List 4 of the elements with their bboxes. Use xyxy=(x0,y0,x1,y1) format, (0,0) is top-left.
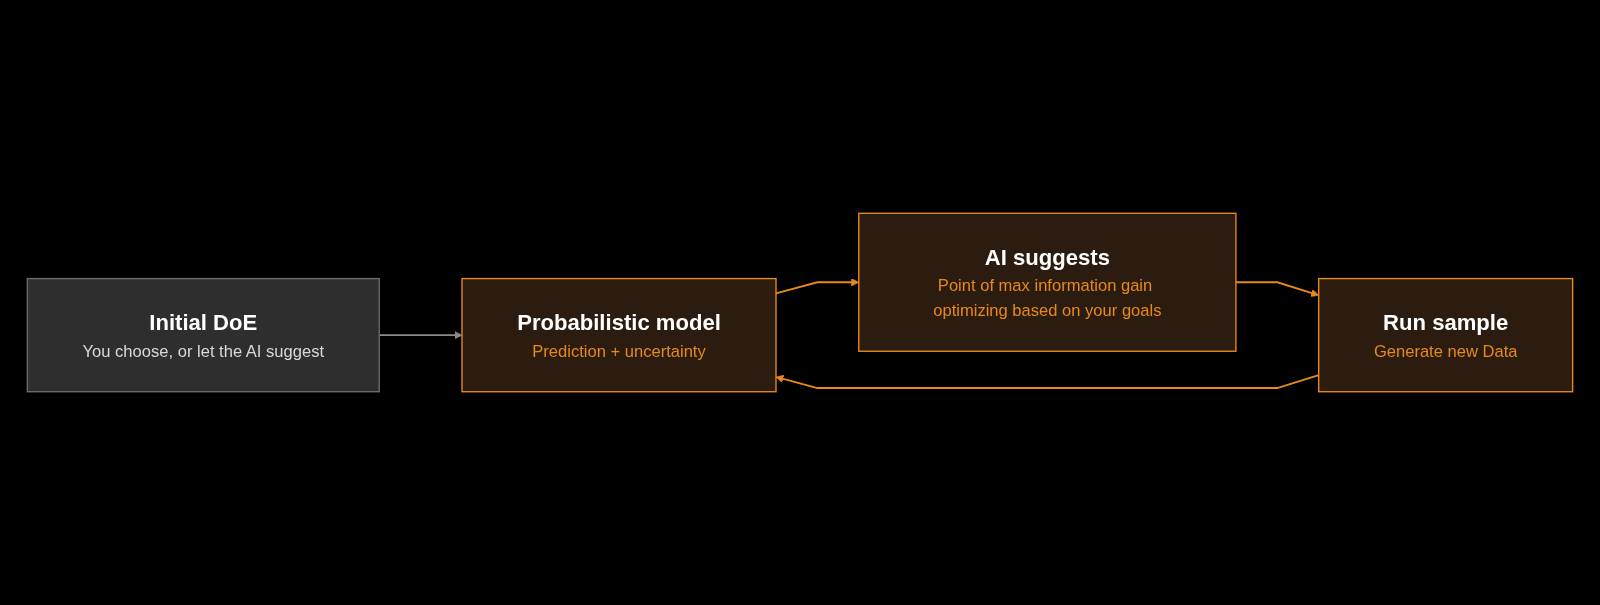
node-box: Run sample Generate new Data xyxy=(1318,277,1574,393)
node-box: AI suggests Point of max information gain optimizing based on your goals xyxy=(858,212,1237,352)
node-box: Probabilistic model Prediction + uncertainty xyxy=(461,277,777,393)
node-box: Initial DoE You choose, or let the AI suggest xyxy=(26,277,380,393)
